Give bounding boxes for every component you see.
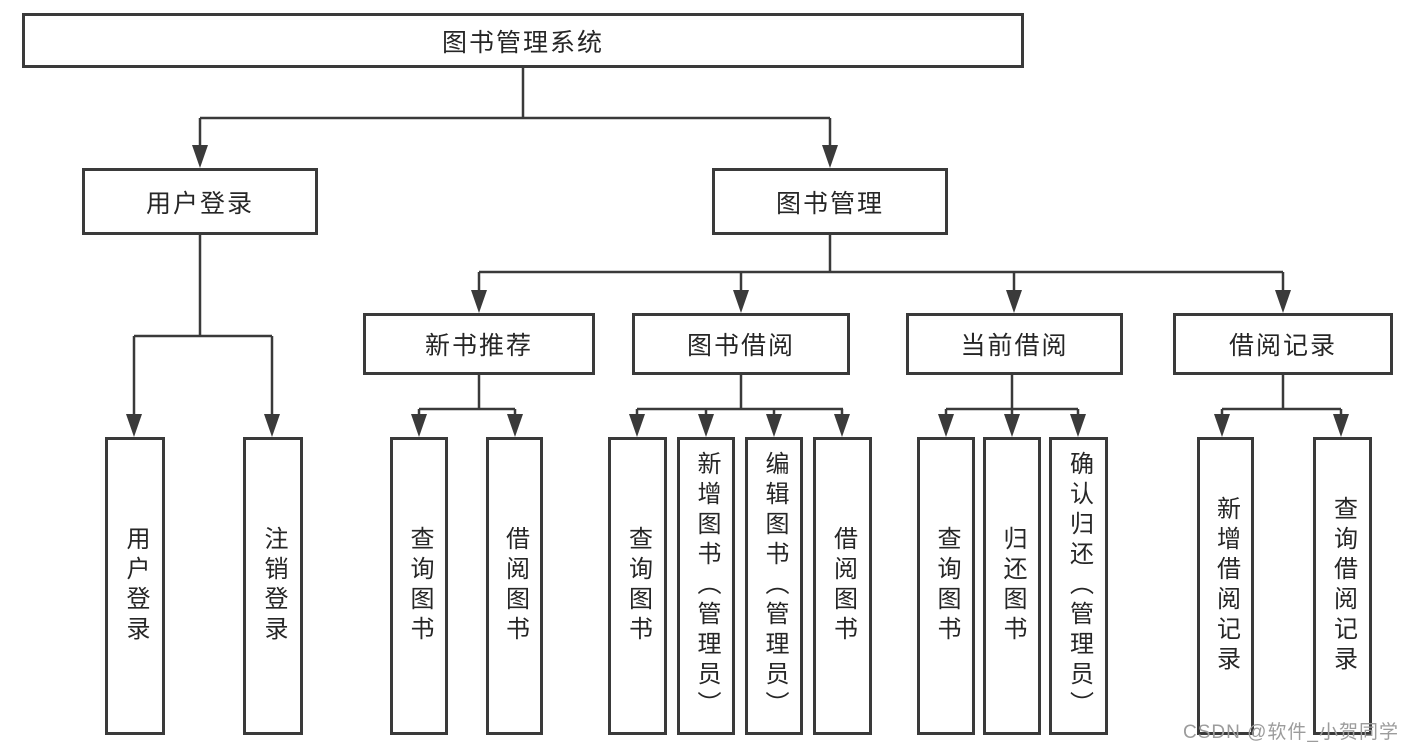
node-nbr-query-books: 查询图书 <box>390 437 448 735</box>
node-br-query-record: 查询借阅记录 <box>1313 437 1372 735</box>
node-new-book-recommend: 新书推荐 <box>363 313 595 375</box>
node-cb-confirm-return-admin: 确认归还（管理员） <box>1049 437 1108 735</box>
node-current-borrowing: 当前借阅 <box>906 313 1123 375</box>
node-borrowing-records: 借阅记录 <box>1173 313 1393 375</box>
node-bb-edit-books-admin: 编辑图书（管理员） <box>745 437 803 735</box>
watermark: CSDN @软件_小贺同学 <box>1183 722 1399 743</box>
node-book-management: 图书管理 <box>712 168 948 235</box>
node-br-add-record: 新增借阅记录 <box>1197 437 1254 735</box>
node-cb-query-books: 查询图书 <box>917 437 975 735</box>
node-bb-query-books: 查询图书 <box>608 437 667 735</box>
node-bb-add-books-admin: 新增图书（管理员） <box>677 437 735 735</box>
connector-segments <box>132 68 1343 418</box>
arrowhead-icons <box>126 145 1349 437</box>
node-root-system: 图书管理系统 <box>22 13 1024 68</box>
node-nbr-borrow-books: 借阅图书 <box>486 437 543 735</box>
node-book-borrowing: 图书借阅 <box>632 313 850 375</box>
node-cb-return-books: 归还图书 <box>983 437 1041 735</box>
node-bb-borrow-books: 借阅图书 <box>813 437 872 735</box>
node-user-login-leaf: 用户登录 <box>105 437 165 735</box>
node-user-login: 用户登录 <box>82 168 318 235</box>
node-logout-leaf: 注销登录 <box>243 437 303 735</box>
